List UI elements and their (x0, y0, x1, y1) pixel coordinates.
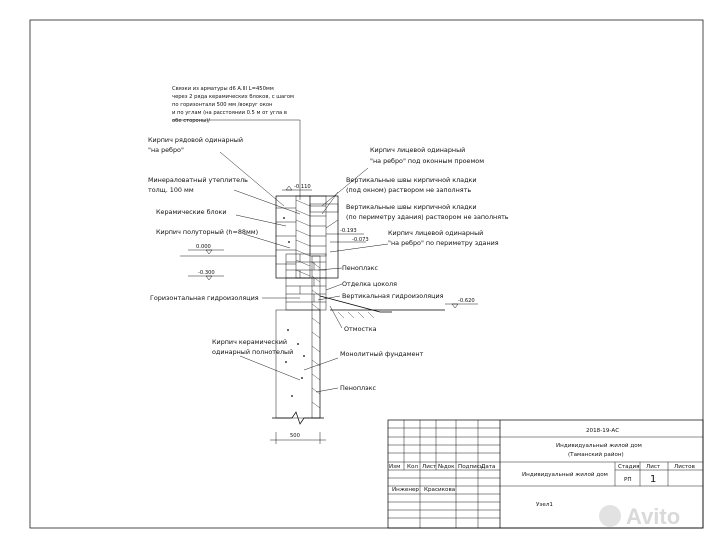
label-insulation-2: толщ. 100 мм (148, 186, 194, 194)
label-facing-perimeter-2: "на ребро" по периметру здания (388, 239, 499, 247)
tb-project-2: (Таманский район) (568, 451, 624, 458)
tb-sheet-header: Лист (646, 464, 661, 470)
tb-h-sign: Подпись (458, 464, 483, 470)
label-joints-window-2: (под окном) раствором не заполнять (346, 186, 471, 194)
title-block: 2018-19-АС Индивидуальный жилой дом (Там… (387, 419, 704, 529)
ties-note: Связки из арматуры d6 A.III L=450мм чере… (172, 86, 294, 124)
wall-section (180, 195, 445, 444)
tb-project-1: Индивидуальный жилой дом (556, 442, 642, 449)
tb-code: 2018-19-АС (586, 428, 619, 434)
tb-node: Узел1 (536, 502, 553, 508)
tb-sheet: 1 (650, 474, 656, 485)
level-073: -0.073 (352, 237, 369, 243)
ties-note-line-2: через 2 ряда керамических блоков, с шаго… (172, 94, 294, 100)
tb-stage-header: Стадия (618, 464, 639, 470)
label-monolithic-foundation: Монолитный фундамент (340, 350, 424, 358)
label-joints-window-1: Вертикальные швы кирпичной кладки (346, 176, 477, 184)
label-penoplex-bottom: Пеноплэкс (340, 384, 376, 392)
label-facing-window-2: "на ребро" под оконным проемом (370, 157, 484, 165)
label-insulation-1: Минераловатный утеплитель (148, 176, 248, 184)
label-facing-perimeter-1: Кирпич лицевой одинарный (388, 229, 483, 237)
tb-h-doc: №док (438, 464, 455, 470)
tb-sheets-header: Листов (674, 464, 695, 470)
ties-note-line-5: обе стороны)/ (172, 118, 210, 124)
level-193: -0.193 (340, 228, 357, 234)
tb-sheet-name: Индивидуальный жилой дом (522, 471, 608, 478)
label-half-brick: Кирпич полуторный (h=88мм) (156, 228, 258, 236)
tb-h-kol: Кол (407, 464, 418, 470)
label-plinth-finish: Отделка цоколя (342, 280, 397, 288)
level-top: -0.110 (294, 184, 311, 190)
label-joints-perimeter-1: Вертикальные швы кирпичной кладки (346, 203, 477, 211)
label-horizontal-waterproofing: Горизонтальная гидроизоляция (150, 294, 259, 302)
sheet-frame (29, 19, 704, 529)
watermark-text: Avito (626, 504, 680, 529)
width-dimension: 500 (290, 433, 300, 439)
watermark: Avito (599, 504, 680, 529)
tb-h-date: Дата (481, 464, 495, 470)
tb-h-list: Лист (422, 464, 437, 470)
level-ground: 0.000 (196, 244, 211, 250)
level-markers: -0.110 0.000 -0.300 -0.193 -0.073 -0.620… (188, 184, 478, 439)
ties-note-line-1: Связки из арматуры d6 A.III L=450мм (172, 86, 274, 92)
label-facing-window-1: Кирпич лицевой одинарный (370, 146, 465, 154)
ties-note-line-3: по горизонтали 500 мм /вокруг окон (172, 102, 272, 108)
ties-note-line-4: и по углам (на расстоянии 0.5 м от угла … (172, 110, 287, 116)
leader-lines (172, 119, 389, 393)
label-ceramic-brick-1: Кирпич керамический (212, 338, 287, 346)
tb-person: Красикова (424, 487, 455, 493)
label-joints-perimeter-2: (по периметру здания) раствором не запол… (346, 213, 509, 221)
label-penoplex-top: Пеноплэкс (342, 264, 378, 272)
label-blind-area: Отмостка (344, 325, 377, 333)
label-ceramic-blocks: Керамические блоки (156, 208, 227, 216)
label-vertical-waterproofing: Вертикальная гидроизоляция (342, 292, 444, 300)
tb-stage: РП (624, 477, 632, 483)
level-right-ground: -0.620 (458, 298, 475, 304)
left-labels: Кирпич рядовой одинарный "на ребро" Мине… (148, 136, 293, 356)
label-brick-edge-2: "на ребро" (148, 146, 184, 154)
label-ceramic-brick-2: одинарный полнотелый (212, 348, 293, 356)
label-brick-edge-1: Кирпич рядовой одинарный (148, 136, 243, 144)
tb-h-izm: Изм (389, 464, 400, 470)
right-labels: Кирпич лицевой одинарный "на ребро" под … (340, 146, 509, 392)
level-minus300: -0.300 (198, 270, 215, 276)
tb-role: Инженер (392, 487, 419, 493)
